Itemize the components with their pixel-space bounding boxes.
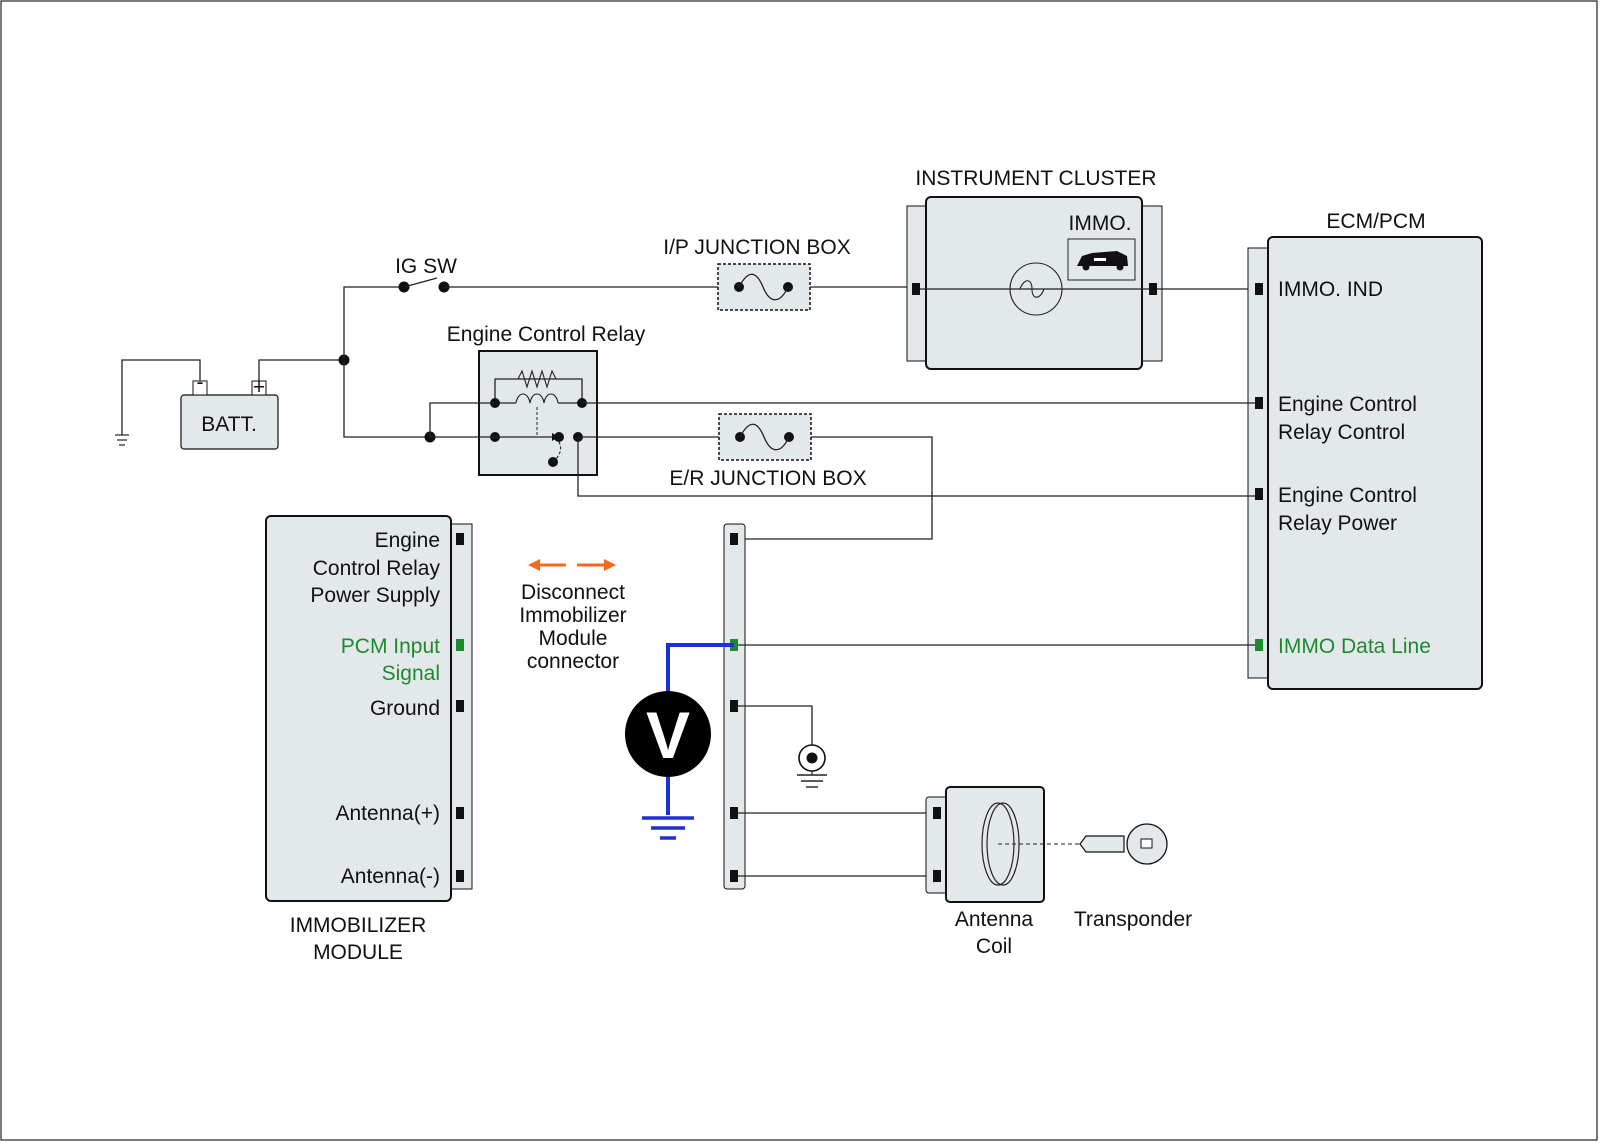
voltmeter-ground-icon bbox=[642, 816, 694, 840]
ig-feed-wire bbox=[343, 286, 404, 360]
module-pin-antenna-minus bbox=[456, 870, 464, 882]
immobilizer-module: Engine Control Relay Power Supply PCM In… bbox=[265, 515, 473, 964]
ecm-pin-immo-data-label: IMMO Data Line bbox=[1278, 635, 1431, 658]
er-junction-box: E/R JUNCTION BOX bbox=[669, 413, 867, 490]
connector-pin-relay-power bbox=[730, 533, 738, 545]
connector-pin-antenna-minus bbox=[730, 870, 738, 882]
disconnect-note-line-4: connector bbox=[527, 650, 619, 673]
cluster-pin-in bbox=[912, 283, 920, 295]
ecm-pcm: ECM/PCM IMMO. IND Engine Control Relay C… bbox=[1247, 210, 1483, 690]
connector-pin-ground bbox=[730, 700, 738, 712]
module-pin-pcm-input bbox=[456, 639, 464, 651]
ecm-pin-relay-power-label-1: Engine Control bbox=[1278, 484, 1417, 507]
battery-plus-label: + bbox=[253, 376, 265, 399]
battery-label: BATT. bbox=[201, 413, 257, 436]
ig-switch-label: IG SW bbox=[395, 255, 457, 278]
ecm-pin-immo-ind bbox=[1255, 283, 1263, 295]
module-pin-ground bbox=[456, 700, 464, 712]
fuse-icon bbox=[738, 273, 789, 301]
voltmeter-label: V bbox=[646, 698, 690, 772]
module-pin-antenna-minus-label: Antenna(-) bbox=[341, 865, 440, 888]
instrument-cluster-label: INSTRUMENT CLUSTER bbox=[915, 167, 1156, 190]
battery: - + BATT. bbox=[180, 371, 279, 450]
antenna-coil: Antenna Coil bbox=[925, 786, 1045, 958]
module-pin-relay-power-supply-label-1: Engine bbox=[375, 529, 440, 552]
battery-ground-icon bbox=[115, 434, 129, 446]
module-pin-antenna-plus-label: Antenna(+) bbox=[336, 802, 441, 825]
voltmeter-icon: V bbox=[625, 691, 711, 777]
antenna-coil-label-2: Coil bbox=[976, 935, 1012, 958]
ecm-pin-relay-power bbox=[1255, 488, 1263, 500]
disconnect-note-line-1: Disconnect bbox=[521, 581, 625, 604]
instrument-cluster: INSTRUMENT CLUSTER IMMO. bbox=[906, 167, 1163, 370]
engine-control-relay-label: Engine Control Relay bbox=[447, 323, 646, 346]
disconnect-arrow-icon bbox=[528, 559, 616, 571]
ig-switch: IG SW bbox=[395, 255, 457, 293]
coil-pin-minus bbox=[933, 870, 941, 882]
battery-positive-wire bbox=[258, 359, 344, 381]
connector-pin-antenna-plus bbox=[730, 807, 738, 819]
transponder-label: Transponder bbox=[1074, 908, 1192, 931]
ground-wire bbox=[738, 705, 813, 745]
fuse-icon bbox=[739, 423, 790, 451]
transponder-key-icon bbox=[1079, 823, 1168, 865]
battery-minus-label: - bbox=[197, 371, 204, 394]
cluster-pin-out bbox=[1149, 283, 1157, 295]
relay-coil-feed-wire bbox=[429, 402, 495, 437]
module-pin-pcm-input-label-2: Signal bbox=[382, 662, 440, 685]
antenna-coil-label-1: Antenna bbox=[955, 908, 1034, 931]
ecm-pcm-label: ECM/PCM bbox=[1326, 210, 1425, 233]
relay-feed-wire bbox=[343, 360, 430, 438]
chassis-ground-icon bbox=[797, 744, 827, 788]
ip-junction-box: I/P JUNCTION BOX bbox=[663, 236, 851, 311]
module-pin-relay-power-supply bbox=[456, 533, 464, 545]
module-pin-relay-power-supply-label-3: Power Supply bbox=[310, 584, 440, 607]
er-junction-box-label: E/R JUNCTION BOX bbox=[669, 467, 866, 490]
ecm-pin-immo-data bbox=[1255, 639, 1263, 651]
er-to-connector-wire bbox=[738, 436, 933, 540]
engine-control-relay: Engine Control Relay bbox=[447, 323, 646, 476]
ecm-pin-immo-ind-label: IMMO. IND bbox=[1278, 278, 1383, 301]
module-pin-antenna-plus bbox=[456, 807, 464, 819]
ecm-pin-relay-control-label-2: Relay Control bbox=[1278, 421, 1405, 444]
immobilizer-module-label-1: IMMOBILIZER bbox=[290, 914, 427, 937]
coil-pin-plus bbox=[933, 807, 941, 819]
immobilizer-module-label-2: MODULE bbox=[313, 941, 403, 964]
module-pin-pcm-input-label-1: PCM Input bbox=[341, 635, 440, 658]
disconnect-note-line-3: Module bbox=[539, 627, 608, 650]
relay-coil-icon bbox=[515, 393, 559, 404]
indicator-lamp-icon bbox=[1009, 262, 1063, 316]
disconnect-note-line-2: Immobilizer bbox=[519, 604, 626, 627]
module-pin-ground-label: Ground bbox=[370, 697, 440, 720]
immo-indicator-label: IMMO. bbox=[1069, 212, 1132, 235]
battery-ground-wire bbox=[121, 359, 201, 435]
ecm-pin-relay-control-label-1: Engine Control bbox=[1278, 393, 1417, 416]
ecm-pin-relay-power-label-2: Relay Power bbox=[1278, 512, 1397, 535]
voltmeter-positive-lead bbox=[666, 643, 734, 692]
ip-junction-box-label: I/P JUNCTION BOX bbox=[663, 236, 850, 259]
module-pin-relay-power-supply-label-2: Control Relay bbox=[313, 557, 441, 580]
relay-resistor-icon bbox=[517, 369, 557, 389]
relay-power-wire bbox=[577, 437, 1255, 497]
ecm-pin-relay-control bbox=[1255, 397, 1263, 409]
